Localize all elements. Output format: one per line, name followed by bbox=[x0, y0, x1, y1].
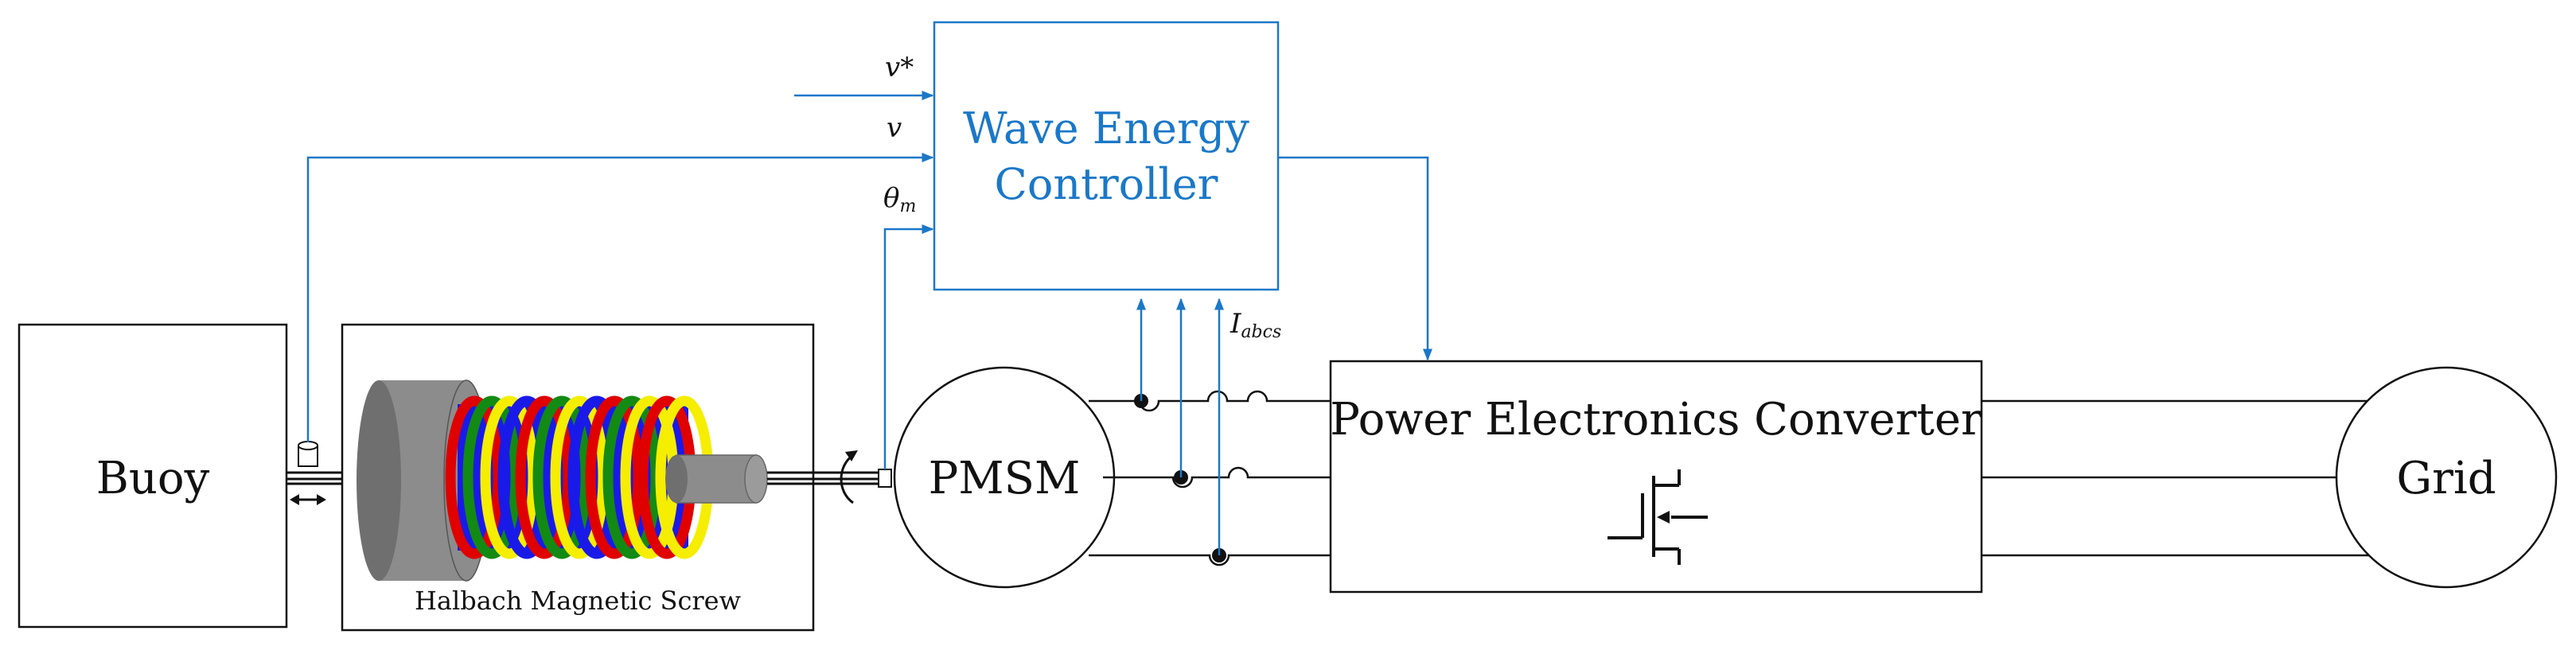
mosfet-icon bbox=[1608, 469, 1708, 565]
rotation-arrow-icon bbox=[840, 450, 858, 504]
pmsm-block: PMSM bbox=[893, 366, 1116, 589]
theta-label: θm bbox=[883, 182, 916, 216]
bidirectional-arrow-icon bbox=[290, 494, 326, 505]
position-sensor-icon bbox=[878, 469, 892, 488]
rotary-shaft bbox=[767, 471, 882, 485]
buoy-block: Buoy bbox=[18, 323, 288, 629]
phase-lines-grid bbox=[1982, 399, 2371, 557]
pmsm-label: PMSM bbox=[929, 453, 1081, 504]
grid-block: Grid bbox=[2335, 366, 2558, 589]
controller-label-line2: Controller bbox=[995, 159, 1218, 209]
screw-label: Halbach Magnetic Screw bbox=[415, 586, 741, 616]
v-ref-label: v* bbox=[885, 52, 914, 84]
converter-label: Power Electronics Converter bbox=[1330, 394, 1982, 446]
current-feedback bbox=[1136, 298, 1224, 555]
phase-lines-pmsm bbox=[1089, 390, 1331, 566]
controller-inputs bbox=[306, 91, 934, 469]
magnetic-screw-block: Halbach Magnetic Screw bbox=[341, 323, 815, 632]
halbach-magnet-array bbox=[445, 395, 714, 559]
current-label: Iabcs bbox=[1230, 308, 1281, 342]
converter-block: Power Electronics Converter bbox=[1329, 360, 1983, 594]
controller-block: Wave Energy Controller bbox=[933, 21, 1280, 291]
grid-label: Grid bbox=[2396, 453, 2496, 504]
controller-output bbox=[1278, 156, 1432, 361]
controller-label-line1: Wave Energy bbox=[963, 103, 1249, 154]
v-label: v bbox=[887, 112, 902, 144]
linear-shaft bbox=[286, 471, 342, 485]
buoy-label: Buoy bbox=[96, 453, 210, 504]
velocity-sensor-icon bbox=[298, 441, 318, 467]
